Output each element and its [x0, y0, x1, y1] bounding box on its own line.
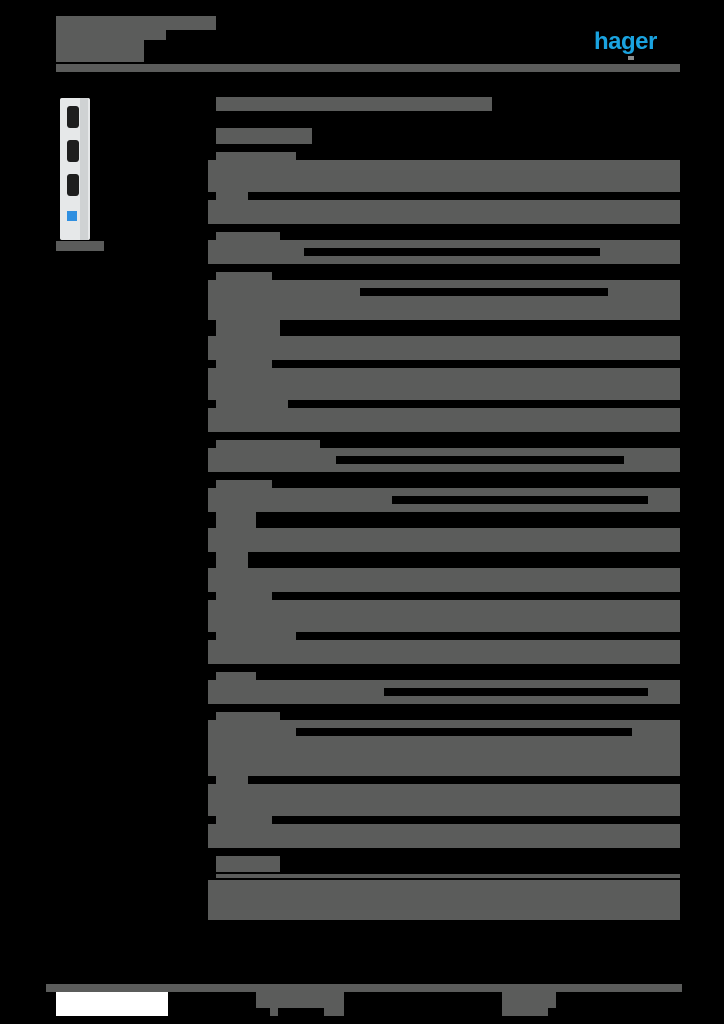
- section-heading: [216, 480, 272, 488]
- page-subtitle: [216, 128, 312, 144]
- spec-row: [208, 880, 680, 920]
- section-heading: [216, 856, 280, 872]
- footer-center-mark: [324, 1000, 344, 1016]
- section-heading: [216, 712, 280, 720]
- spec-row: [216, 552, 248, 568]
- spec-row: [216, 592, 272, 600]
- product-caption: [56, 241, 104, 251]
- footer-right-tail: [548, 992, 556, 1008]
- spec-row: [208, 200, 680, 224]
- section-heading: [216, 232, 280, 240]
- footer-rule: [46, 984, 682, 992]
- spec-row: [208, 568, 680, 592]
- spec-row: [208, 528, 680, 552]
- section-heading: [216, 672, 256, 680]
- spec-row: [208, 784, 680, 816]
- spec-row: [216, 192, 248, 200]
- spec-row: [216, 874, 680, 878]
- spec-row: [208, 336, 680, 360]
- photo-rail: [80, 98, 88, 240]
- fuse-clip-icon: [67, 106, 79, 128]
- spec-row: [216, 512, 256, 528]
- footer-center-mark: [270, 1008, 278, 1016]
- section-heading: [216, 440, 320, 448]
- spec-row: [208, 824, 680, 848]
- fuse-clip-icon: [67, 140, 79, 162]
- logo-mark: [628, 56, 634, 60]
- fuse-clip-icon: [67, 174, 79, 196]
- section-heading: [216, 272, 272, 280]
- header-subtitle: [56, 30, 166, 40]
- footer-right: [502, 992, 548, 1016]
- hager-logo: hager: [594, 28, 657, 55]
- spec-row: [208, 408, 680, 432]
- section-heading: [216, 360, 272, 368]
- spec-row: [216, 320, 280, 336]
- spec-row: [208, 640, 680, 664]
- spec-row: [208, 280, 680, 320]
- page-title: [216, 97, 492, 111]
- spec-row: [216, 776, 248, 784]
- header-subtitle-2: [56, 40, 144, 62]
- footer-left-box: [56, 992, 168, 1016]
- blue-label: [67, 211, 77, 221]
- header-rule: [56, 64, 680, 72]
- spec-row: [216, 816, 272, 824]
- spec-row: [216, 632, 296, 640]
- header-title: [56, 16, 216, 30]
- spec-row: [208, 600, 680, 632]
- spec-row: [216, 400, 288, 408]
- spec-row: [208, 160, 680, 192]
- section-heading: [216, 152, 296, 160]
- spec-row: [208, 368, 680, 400]
- footer-center: [256, 992, 344, 1008]
- product-photo: [60, 98, 90, 240]
